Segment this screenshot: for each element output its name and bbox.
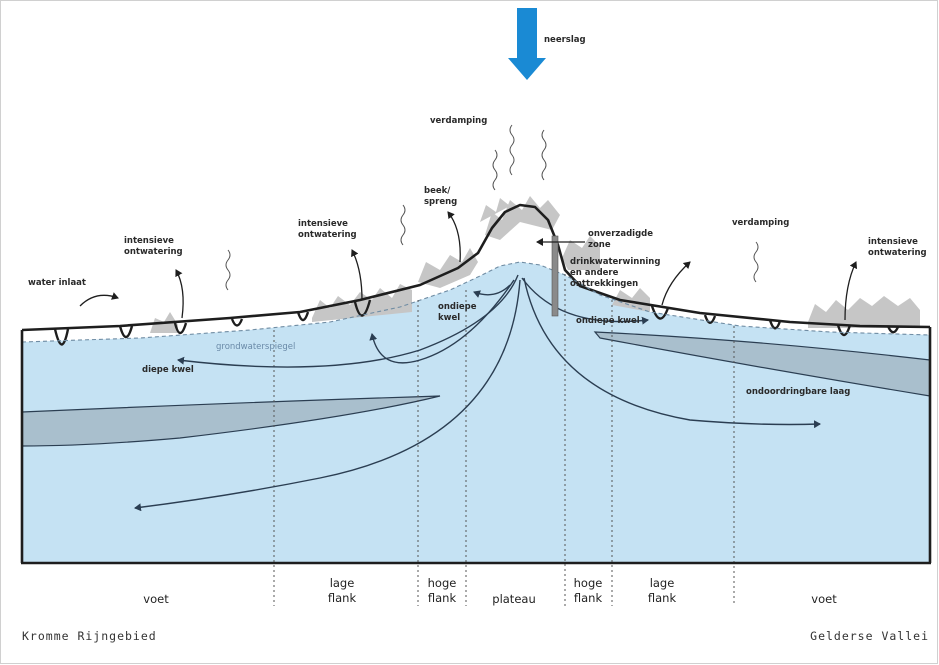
drainage-right-label-line1: intensieve [868, 237, 918, 247]
zone-lage-flank-left-line1: lage [330, 576, 355, 590]
shallow-seepage-right-label: ondiepe kwel [576, 316, 640, 326]
drainage-right-label-line2: ontwatering [868, 248, 927, 258]
drainage-mid-label-line2: ontwatering [298, 230, 357, 240]
water-inlet-label: water inlaat [28, 278, 86, 288]
zone-hoge-flank-left-line2: flank [428, 591, 457, 605]
unsaturated-zone-label-line2: zone [588, 240, 611, 250]
unsaturated-zone-label-line1: onverzadigde [588, 229, 653, 239]
groundwater-table-label: grondwaterspiegel [216, 342, 295, 352]
precipitation-arrow-icon [508, 8, 546, 80]
zone-hoge-flank-left-line1: hoge [428, 576, 457, 590]
zone-plateau: plateau [492, 592, 535, 606]
shallow-seepage-left-label-line2: kwel [438, 313, 460, 323]
groundwater-body [22, 262, 930, 563]
groundwater-table-line [21, 261, 931, 343]
drainage-mid-label-line1: intensieve [298, 219, 348, 229]
zone-lage-flank-left-line2: flank [328, 591, 357, 605]
zone-voet-left: voet [143, 592, 169, 606]
evaporation-icon [225, 124, 759, 291]
shallow-seepage-left-label-line1: ondiepe [438, 302, 477, 312]
ditches [53, 299, 900, 346]
deep-seepage-label: diepe kwel [142, 365, 194, 375]
evaporation-label-right: verdamping [732, 218, 789, 228]
well-pipe [551, 235, 559, 317]
process-arrows [79, 211, 858, 321]
precipitation-label: neerslag [544, 35, 586, 45]
stream-label-line2: spreng [424, 197, 457, 207]
drinking-water-label-line1: drinkwaterwinning [570, 257, 660, 267]
drainage-left-label-line2: ontwatering [124, 247, 183, 257]
surface-line [21, 203, 931, 332]
impermeable-layer-label: ondoordringbare laag [746, 387, 850, 397]
drainage-left-label-line1: intensieve [124, 236, 174, 246]
drinking-water-label-line2: en andere [570, 268, 619, 278]
aquifer-edges [20, 327, 932, 565]
groundwater-flowlines [134, 274, 821, 512]
evaporation-label-center: verdamping [430, 116, 487, 126]
region-right-label: Gelderse Vallei [810, 629, 929, 643]
region-left-label: Kromme Rijngebied [22, 629, 157, 643]
zone-hoge-flank-right-line2: flank [574, 591, 603, 605]
zone-lage-flank-right-line1: lage [650, 576, 675, 590]
vegetation [150, 196, 920, 333]
drinking-water-label-line3: onttrekkingen [570, 279, 638, 289]
zone-voet-right: voet [811, 592, 837, 606]
zone-lage-flank-right-line2: flank [648, 591, 677, 605]
stream-label-line1: beek/ [424, 186, 451, 196]
zone-hoge-flank-right-line1: hoge [574, 576, 603, 590]
impermeable-layer-left [21, 395, 441, 447]
